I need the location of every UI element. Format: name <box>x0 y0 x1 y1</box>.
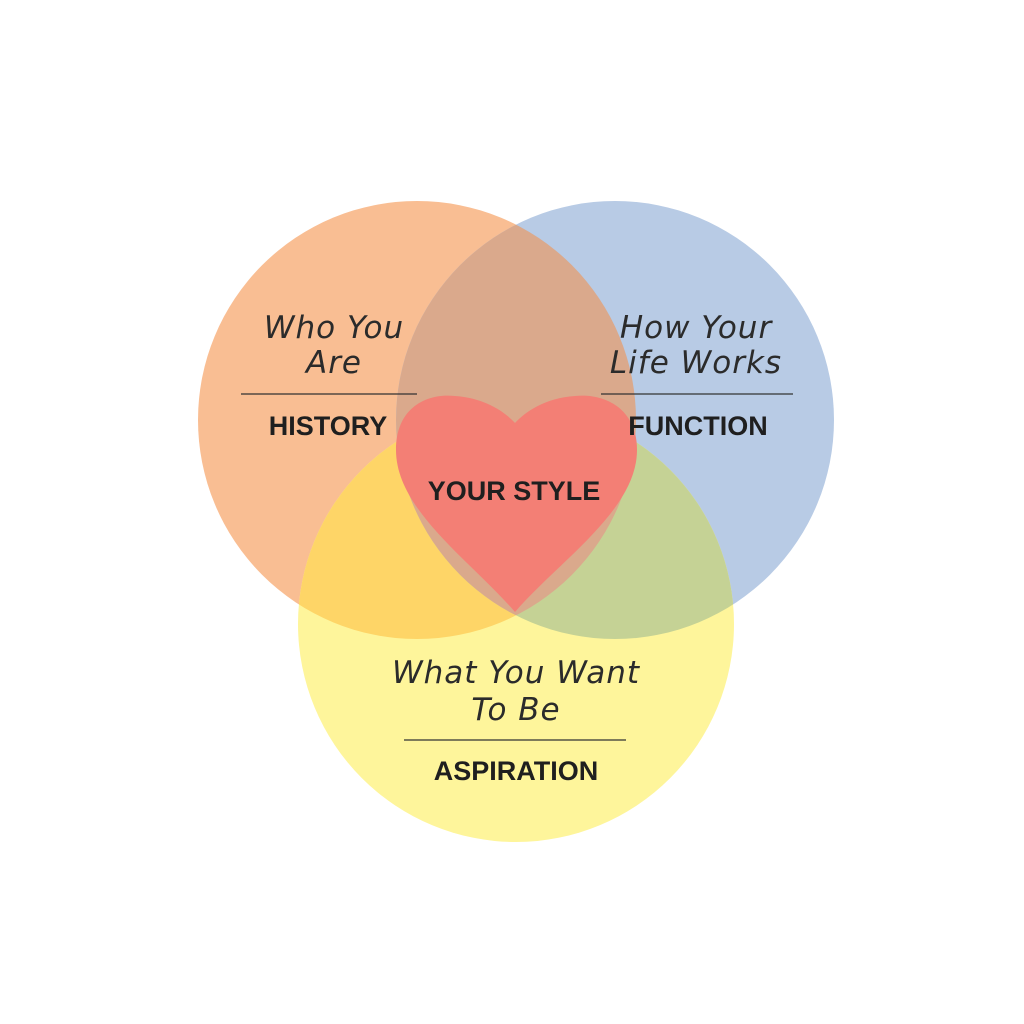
history-subtitle-line2: Are <box>304 345 362 381</box>
aspiration-subtitle-line2: To Be <box>471 692 560 728</box>
history-label: HISTORY <box>269 411 388 441</box>
aspiration-label: ASPIRATION <box>434 756 599 786</box>
heart <box>396 395 637 612</box>
history-subtitle-line1: Who You <box>264 310 404 346</box>
center-label: YOUR STYLE <box>428 476 601 506</box>
function-label: FUNCTION <box>628 411 767 441</box>
function-subtitle-line2: Life Works <box>610 345 782 381</box>
function-subtitle-line1: How Your <box>620 310 774 346</box>
aspiration-subtitle-line1: What You Want <box>392 655 641 691</box>
